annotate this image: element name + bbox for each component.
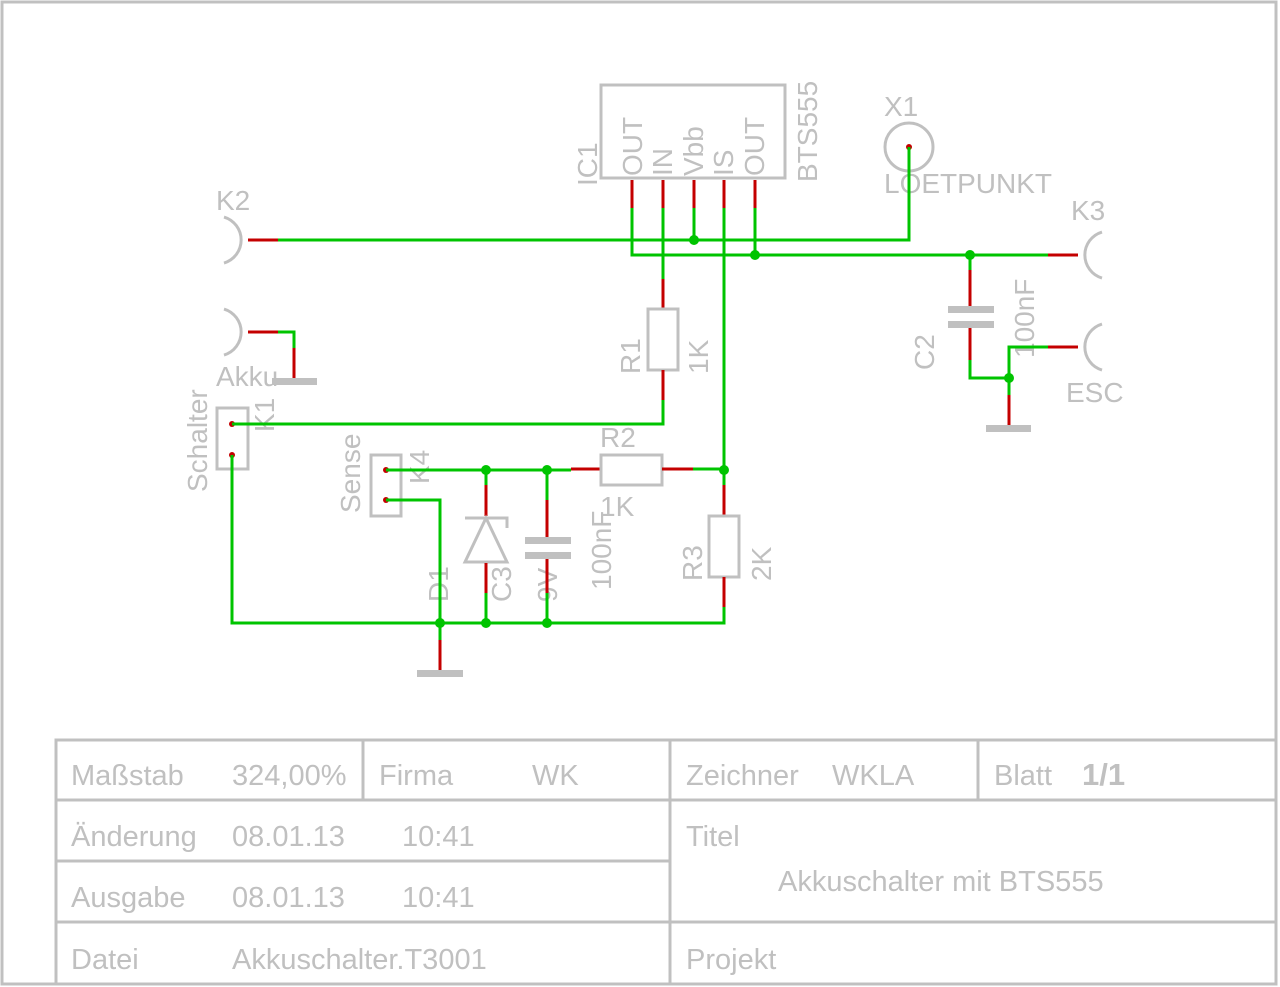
k1-ref: K1 [249, 398, 280, 432]
c2-capacitor[interactable]: C2 100nF [909, 270, 1040, 432]
wire-k1-r1 [232, 400, 665, 426]
akku-connector[interactable]: Akku [216, 307, 317, 392]
c2-plate-top [948, 306, 994, 313]
x1-value: LOETPUNKT [884, 168, 1052, 199]
k4-body [369, 453, 403, 518]
drawer-value: WKLA [832, 760, 915, 792]
k2-symbol [223, 215, 243, 265]
r2-value: 1K [600, 491, 635, 522]
wire-akku-gnd [278, 330, 296, 348]
c2-ref: C2 [909, 334, 940, 370]
wire-c2-gnd [968, 360, 1011, 395]
k4-ref: K4 [404, 450, 435, 484]
ic1-body [599, 83, 787, 180]
d1-triangle [462, 514, 510, 564]
akku-value: Akku [216, 361, 278, 392]
c3-capacitor[interactable]: C3 100nF [486, 500, 617, 602]
file-label: Datei [71, 944, 139, 976]
r1-ref: R1 [615, 338, 646, 374]
k3-ref: K3 [1071, 195, 1105, 226]
title-value: Akkuschalter mit BTS555 [778, 866, 1104, 898]
c3-value: 100nF [586, 511, 617, 590]
akku-symbol [223, 307, 243, 357]
wire-k4-gnd [386, 498, 442, 640]
r1-resistor[interactable]: R1 1K [615, 279, 714, 400]
ic1-pin-out2: OUT [739, 117, 770, 176]
issued-label: Ausgabe [71, 882, 186, 914]
issued-date: 08.01.13 [232, 882, 345, 914]
issued-time: 10:41 [402, 882, 475, 914]
ic1-pin-vbb: Vbb [678, 126, 709, 176]
r3-resistor[interactable]: R3 2K [677, 485, 777, 607]
r3-value: 2K [746, 546, 777, 581]
k1-value: Schalter [182, 389, 213, 492]
sheet-label: Blatt [994, 760, 1052, 792]
c2-value: 100nF [1009, 279, 1040, 358]
ic1-pin-in: IN [647, 148, 678, 176]
esc-value: ESC [1066, 377, 1124, 408]
ic1-pin-out1: OUT [617, 117, 648, 176]
k4-sense[interactable]: K4 Sense [335, 434, 435, 518]
x1-ref: X1 [884, 91, 918, 122]
project-label: Projekt [686, 944, 776, 976]
changed-date: 08.01.13 [232, 821, 345, 853]
c3-plate-top [525, 537, 571, 544]
drawer-label: Zeichner [686, 760, 799, 792]
k3-symbol [1083, 230, 1103, 280]
k1-schalter[interactable]: K1 Schalter [182, 389, 280, 492]
ic1-value: BTS555 [792, 81, 823, 182]
c2-plate-bottom [948, 321, 994, 328]
r2-body [599, 453, 664, 487]
ic1-ref: IC1 [572, 142, 603, 186]
wire-k2-x1 [278, 147, 911, 242]
wire-k1-gnd [230, 455, 726, 625]
ic1-bts555[interactable]: IC1 BTS555 OUT IN Vbb IS OUT [572, 81, 823, 208]
sheet-value: 1/1 [1082, 757, 1125, 792]
ground-symbol [272, 378, 317, 385]
scale-value: 324,00% [232, 760, 347, 792]
wire-out-k3 [630, 208, 1048, 257]
title-block: Maßstab 324,00% Firma WK Zeichner WKLA B… [54, 738, 1278, 986]
scale-label: Maßstab [71, 760, 184, 792]
esc-symbol [1083, 322, 1103, 372]
wires [230, 147, 1048, 640]
c3-ref: C3 [486, 566, 517, 602]
r3-ref: R3 [677, 545, 708, 581]
ground-symbol [986, 425, 1031, 432]
ic1-pin-is: IS [708, 150, 739, 176]
company-label: Firma [379, 760, 454, 792]
changed-time: 10:41 [402, 821, 475, 853]
k2-ref: K2 [216, 185, 250, 216]
title-label: Titel [686, 821, 740, 853]
r1-body [646, 307, 680, 372]
file-value: Akkuschalter.T3001 [232, 944, 487, 976]
esc-connector[interactable]: ESC [1048, 322, 1124, 408]
k3-connector[interactable]: K3 [1048, 195, 1105, 280]
c3-plate-bottom [525, 552, 571, 559]
company-value: WK [532, 760, 579, 792]
ground-symbol [417, 670, 463, 677]
changed-label: Änderung [71, 821, 197, 853]
d1-bar [465, 516, 509, 528]
r3-body [707, 514, 741, 579]
r2-ref: R2 [600, 422, 636, 453]
x1-loetpunkt[interactable]: X1 LOETPUNKT [883, 91, 1052, 199]
r2-resistor[interactable]: R2 1K [571, 422, 693, 522]
k4-value: Sense [335, 434, 366, 513]
wire-esc-gnd [1007, 345, 1048, 378]
k2-connector[interactable]: K2 [216, 185, 278, 265]
junctions [435, 235, 1014, 628]
r1-value: 1K [683, 339, 714, 374]
